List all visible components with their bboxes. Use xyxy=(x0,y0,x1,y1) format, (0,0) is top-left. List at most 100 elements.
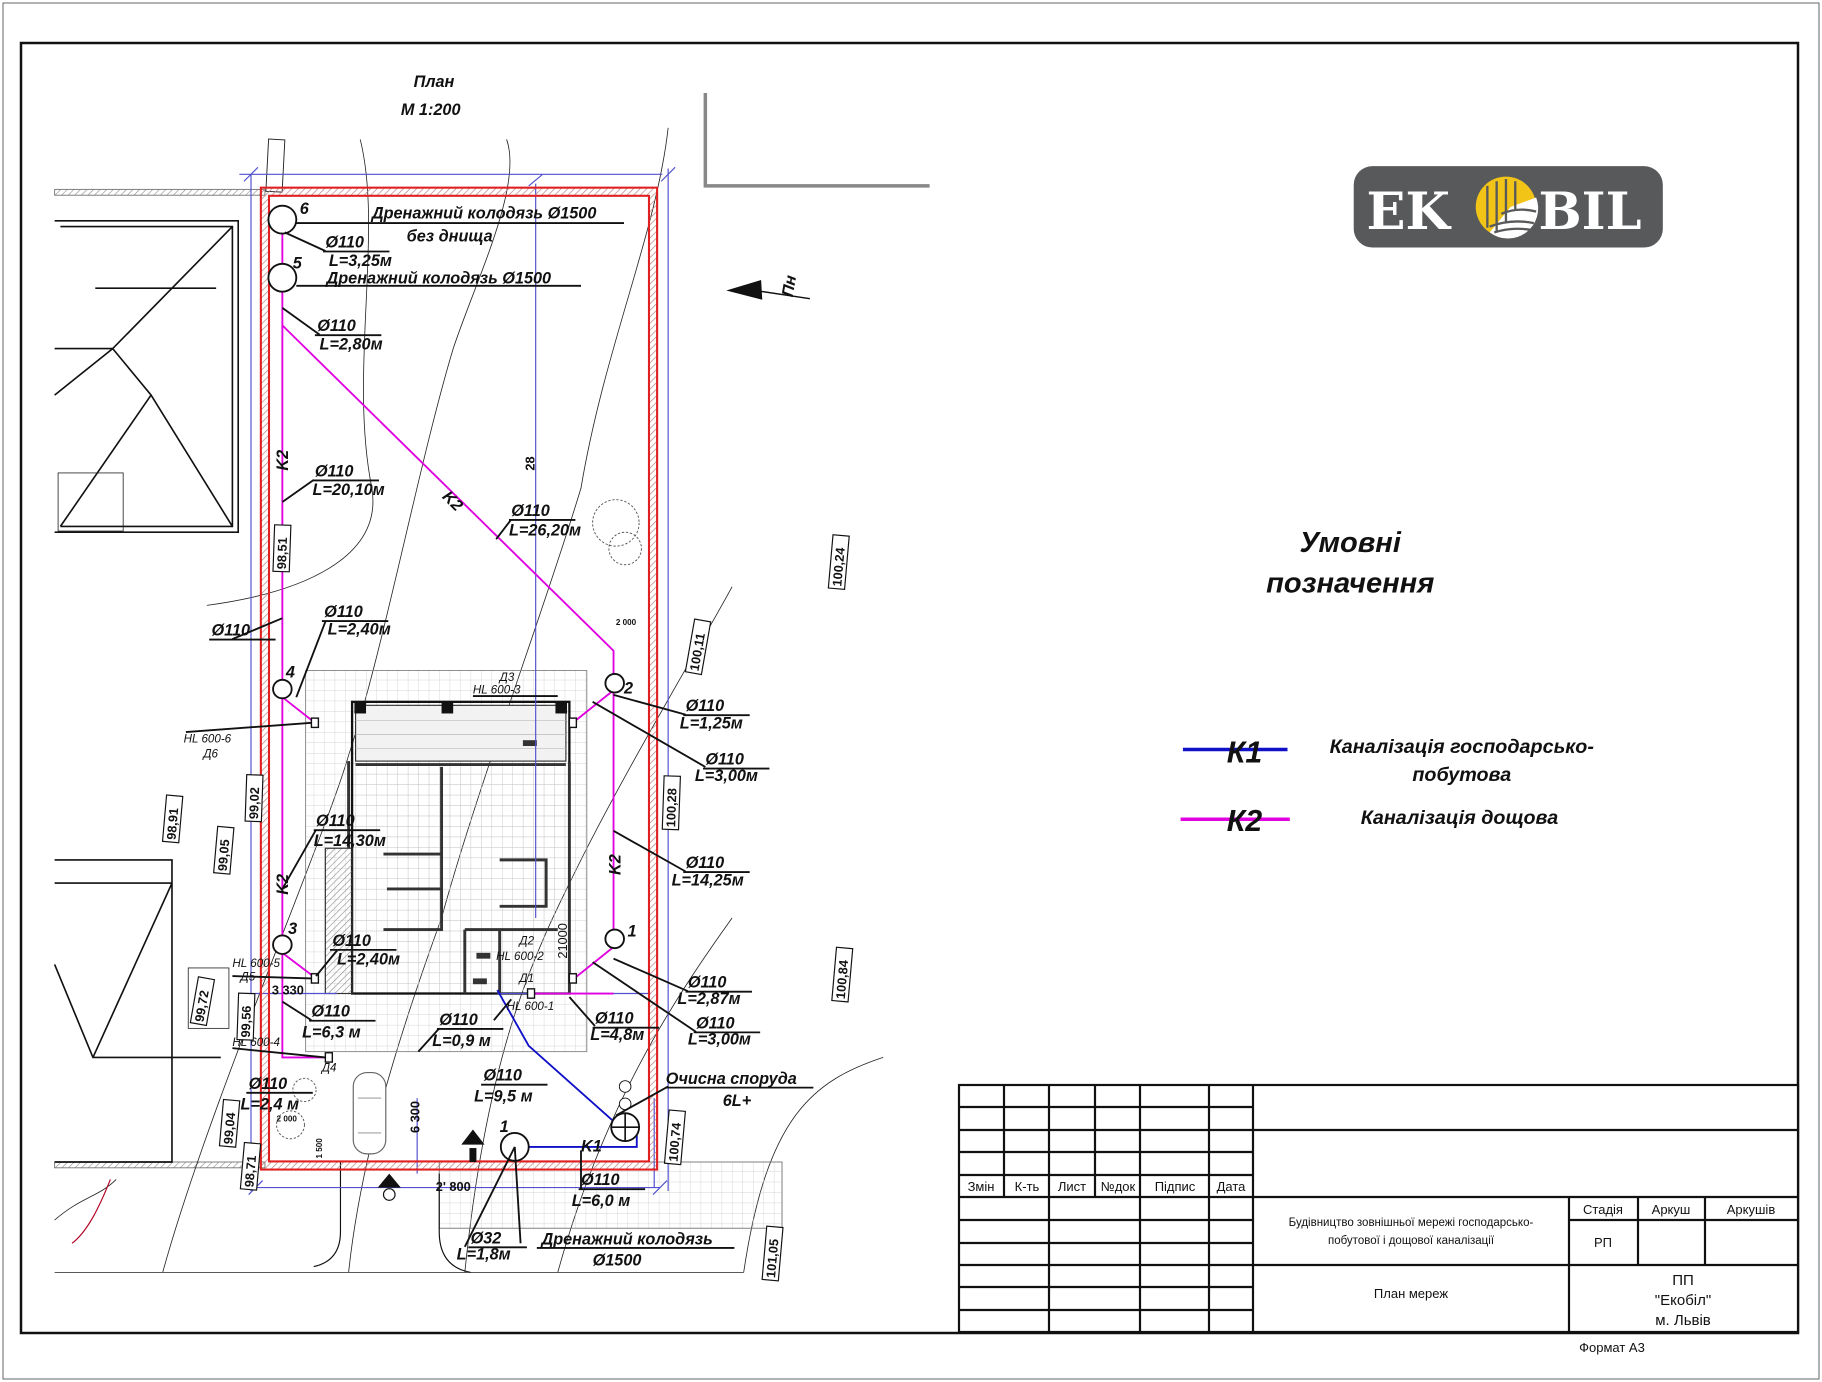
elevation-marks: 98,91 99,05 99,02 98,51 100,24 100,11 10… xyxy=(161,524,854,1282)
svg-text:Ø110: Ø110 xyxy=(705,751,744,769)
organization: "Екобіл" xyxy=(1655,1292,1711,1309)
legend-k1-label: побутова xyxy=(1412,764,1511,786)
legend-k1-label: Каналізація господарсько- xyxy=(1330,736,1595,758)
svg-text:Ø110: Ø110 xyxy=(581,1171,620,1189)
organization-city: м. Львів xyxy=(1655,1312,1711,1329)
svg-text:L=1,8м: L=1,8м xyxy=(457,1246,511,1264)
house xyxy=(324,700,571,995)
header-doc-no: №док xyxy=(1101,1179,1136,1194)
legend-k1-tag: К1 xyxy=(1227,736,1262,769)
svg-text:Ø110: Ø110 xyxy=(316,812,355,830)
k2-tag: K2 xyxy=(274,874,292,895)
svg-text:Д6: Д6 xyxy=(201,748,218,761)
svg-text:HL 600-3: HL 600-3 xyxy=(473,684,521,697)
inspection-well-3[interactable] xyxy=(272,934,293,955)
svg-text:L=6,3 м: L=6,3 м xyxy=(302,1024,361,1042)
k2-tag: K2 xyxy=(274,450,292,471)
well-5-label: Дренажний колодязь Ø1500 xyxy=(325,270,552,288)
svg-text:Ø110: Ø110 xyxy=(686,854,725,872)
header-qty: К-ть xyxy=(1015,1179,1040,1194)
red-contour xyxy=(71,1179,111,1244)
svg-text:Пн: Пн xyxy=(779,274,800,298)
entrance-arrow-icon xyxy=(377,1173,401,1188)
svg-text:98,71: 98,71 xyxy=(241,1155,259,1188)
well-6-label: Дренажний колодязь Ø1500 xyxy=(370,204,597,222)
legend-k2-label: Каналізація дощова xyxy=(1361,807,1558,829)
header-sheet: Лист xyxy=(1058,1179,1086,1194)
dimension-text: 2' 800 xyxy=(436,1179,471,1194)
svg-text:Ø110: Ø110 xyxy=(249,1075,288,1093)
svg-text:EK: EK xyxy=(1367,182,1452,242)
treatment-plant-model: 6L+ xyxy=(723,1092,752,1110)
dimension-text: 1 500 xyxy=(315,1138,324,1159)
svg-text:100,74: 100,74 xyxy=(665,1121,683,1162)
dimension-text: 3 330 xyxy=(272,983,304,998)
svg-text:Ø110: Ø110 xyxy=(324,603,363,621)
svg-text:100,28: 100,28 xyxy=(663,788,679,828)
project-name: Будівництво зовнішньої мережі господарсь… xyxy=(1289,1217,1534,1229)
svg-text:100,84: 100,84 xyxy=(833,958,851,999)
svg-text:L=4,8м: L=4,8м xyxy=(590,1026,644,1044)
k1-tag: K1 xyxy=(581,1138,602,1156)
inspection-well-2[interactable] xyxy=(604,673,625,694)
driveway-edge xyxy=(313,1161,342,1268)
svg-text:HL 600-2: HL 600-2 xyxy=(496,950,544,963)
project-name: побутової і дощової каналізації xyxy=(1328,1235,1495,1247)
svg-text:98,51: 98,51 xyxy=(274,537,290,569)
driveway-edge xyxy=(438,1173,471,1273)
svg-text:Ø110: Ø110 xyxy=(315,462,354,480)
svg-text:Ø110: Ø110 xyxy=(332,932,371,950)
svg-text:99,04: 99,04 xyxy=(220,1111,238,1145)
svg-text:L=2,40м: L=2,40м xyxy=(328,620,391,638)
dimension-text: 21000 xyxy=(555,923,570,959)
svg-text:Ø110: Ø110 xyxy=(439,1011,478,1029)
inspection-well-1[interactable] xyxy=(604,928,625,950)
legend-title: позначення xyxy=(1266,568,1434,600)
drain-well-6[interactable] xyxy=(267,204,298,235)
svg-text:L=20,10м: L=20,10м xyxy=(313,481,385,499)
svg-text:Д1: Д1 xyxy=(517,972,534,985)
site-plan: План М 1:200 xyxy=(53,73,1663,1282)
treatment-plant-label: Очисна споруда xyxy=(666,1070,797,1088)
paving xyxy=(438,1161,783,1229)
svg-text:Ø32: Ø32 xyxy=(471,1229,502,1247)
svg-text:101,05: 101,05 xyxy=(763,1238,781,1278)
svg-text:100,11: 100,11 xyxy=(687,632,708,672)
plan-scale: М 1:200 xyxy=(401,101,461,119)
svg-text:Ø110: Ø110 xyxy=(317,317,356,335)
drain-well-5[interactable] xyxy=(267,262,298,293)
svg-text:Д4: Д4 xyxy=(320,1061,337,1074)
ekobil-logo: EK BIL xyxy=(1353,166,1663,248)
svg-text:Ø110: Ø110 xyxy=(595,1010,634,1028)
svg-text:99,05: 99,05 xyxy=(215,839,233,872)
dimension-text: 28 xyxy=(523,456,538,470)
roof-drain-labels: HL 600-6 Д6 Д3 HL 600-3 HL 600-5 Д5 Д2 H… xyxy=(184,671,555,1074)
legend: Умовні позначення К1 Каналізація господа… xyxy=(1180,527,1595,838)
well-number: 4 xyxy=(285,663,295,681)
label-leaders xyxy=(185,222,706,1248)
svg-text:98,91: 98,91 xyxy=(164,807,182,840)
svg-text:Д2: Д2 xyxy=(517,935,534,948)
svg-text:100,24: 100,24 xyxy=(829,546,847,587)
svg-text:L=2,80м: L=2,80м xyxy=(320,336,383,354)
well-number: 5 xyxy=(293,254,303,272)
k2-tag: K2 xyxy=(607,854,625,875)
k1-domestic-sewer-line xyxy=(496,989,638,1148)
svg-text:L=3,00м: L=3,00м xyxy=(695,767,758,785)
dimension-text: 2 000 xyxy=(277,1114,298,1123)
well-number: 3 xyxy=(288,920,297,938)
svg-text:Ø110: Ø110 xyxy=(511,502,550,520)
svg-text:L=26,20м: L=26,20м xyxy=(509,522,581,540)
svg-text:L=3,00м: L=3,00м xyxy=(688,1031,751,1049)
inspection-well-4[interactable] xyxy=(272,678,293,700)
sheet-header: Аркуш xyxy=(1652,1202,1691,1217)
neighbour-fence xyxy=(54,1161,266,1169)
svg-text:L=1,25м: L=1,25м xyxy=(680,715,743,733)
legend-k2-tag: К2 xyxy=(1227,805,1263,838)
sheet-format: Формат А3 xyxy=(1579,1340,1645,1355)
svg-text:Ø110: Ø110 xyxy=(211,622,250,640)
stage-value: РП xyxy=(1594,1235,1612,1250)
svg-text:HL 600-6: HL 600-6 xyxy=(184,733,232,746)
svg-text:Ø110: Ø110 xyxy=(688,974,727,992)
